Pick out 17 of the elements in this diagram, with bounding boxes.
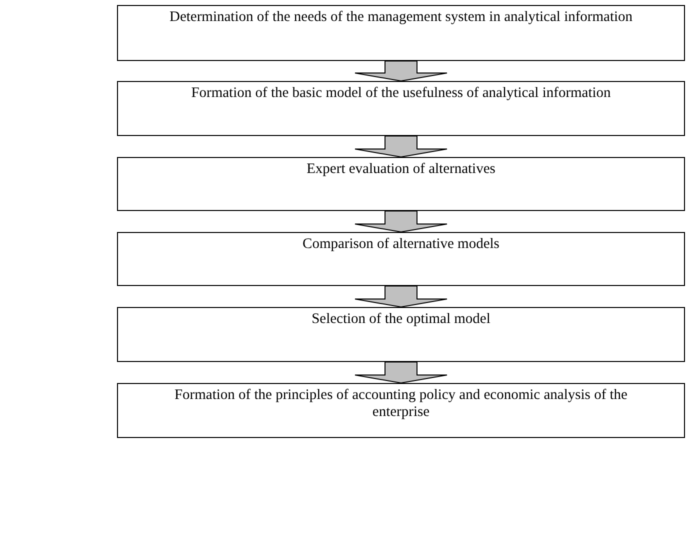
step-text: Formation of the principles of accounting policy and economic analysis of the enterprise	[173, 387, 628, 421]
process-box	[117, 81, 685, 136]
process-box	[117, 5, 685, 61]
step-text: Selection of the optimal model	[310, 311, 492, 328]
block-arrow	[354, 362, 448, 384]
step-text: Determination of the needs of the management system in analytical information	[168, 9, 634, 26]
block-arrow	[354, 136, 448, 158]
block-arrow	[354, 286, 448, 308]
process-box	[117, 157, 685, 211]
step-text: Formation of the basic model of the usefulness of analytical information	[190, 85, 612, 102]
block-arrow	[354, 210, 448, 232]
step-text: Comparison of alternative models	[302, 236, 500, 253]
step-text: Expert evaluation of alternatives	[306, 161, 496, 178]
process-box	[117, 232, 685, 286]
process-box	[117, 383, 685, 438]
block-arrow	[354, 60, 448, 82]
process-box	[117, 307, 685, 362]
